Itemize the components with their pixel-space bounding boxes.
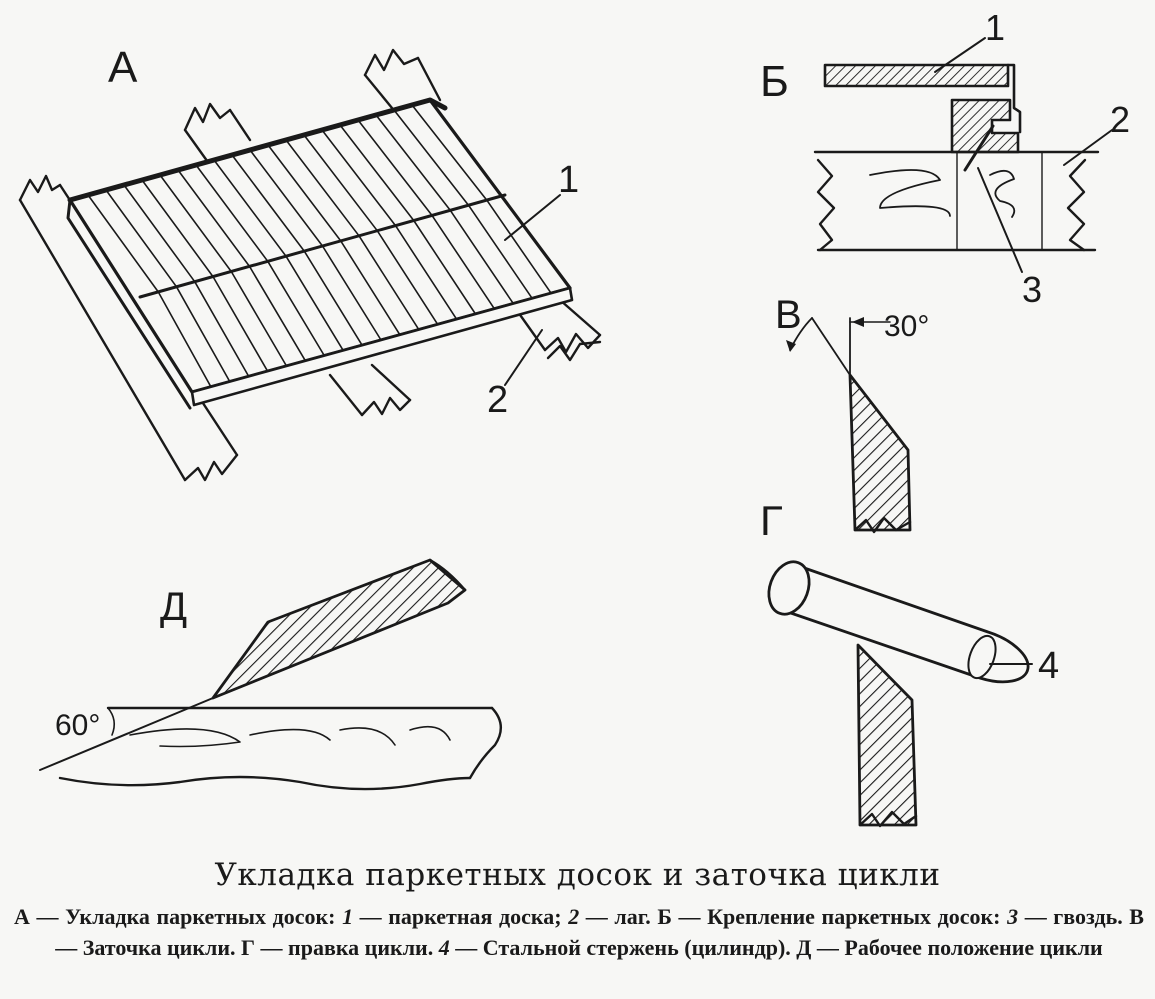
parquet-stave-line [358,235,420,331]
parquet-stave-line [141,179,214,278]
figure-v-label: В [775,293,802,337]
parquet-stave-line [87,194,160,293]
g-label-4: 4 [1038,645,1059,687]
parquet-stave-line [339,240,401,336]
b-top-board [823,63,1010,88]
parquet-stave-line [411,104,488,201]
a-leader-1 [504,194,561,241]
v-angle-30: 30° [884,310,929,343]
parquet-stave-line [375,114,452,212]
figure-v: В 30° [775,293,929,534]
parquet-stave-line [321,245,382,341]
figure-a: А [18,43,602,482]
parquet-stave-line [213,159,287,258]
joist-right [363,48,602,362]
parquet-stave-line [267,144,342,242]
parquet-stave-line [230,270,288,367]
parquet-stave-line [266,260,326,357]
d-angle-line [39,697,214,771]
parquet-stave-line [157,291,212,388]
figure-b-label: Б [760,57,789,106]
parquet-stave-line [212,275,269,373]
a-label-1: 1 [558,159,579,201]
parquet-stave-line [393,109,470,206]
parquet-stave-line [431,214,496,310]
caption-seg-3: — гвоздь. В — Заточка цикли. Г — правка … [55,904,1144,960]
parquet-panel [66,97,574,410]
figure-d-label: Д [160,585,187,629]
figure-g: Г 4 [760,497,1059,828]
parquet-stave-line [321,129,397,227]
technical-drawing: А [18,7,1130,828]
parquet-stave-line [485,199,552,295]
b-joist [813,150,1100,252]
caption-seg-a: А — Укладка паркетных досок: [14,904,343,929]
joist-middle [183,102,412,417]
parquet-stave-line [159,174,233,273]
parquet-stave-line [303,134,379,232]
parquet-stave-line [231,154,306,252]
g-scraper-blade [856,643,918,827]
parquet-stave-line [193,280,250,378]
parquet-stave-line [248,265,307,362]
v-scraper-blade [848,373,912,532]
g-steel-rod [767,560,1030,684]
figure-g-label: Г [760,497,783,544]
parquet-stave-line [467,204,534,300]
parquet-stave-line [123,184,196,283]
parquet-stave-line [449,209,515,305]
caption-seg-1: — паркетная доска; [353,904,569,929]
parquet-stave-line [175,285,231,383]
d-scraper-blade [211,558,467,700]
d-angle-60: 60° [55,709,100,742]
b-nail [963,124,995,172]
parquet-stave-line [177,169,251,268]
caption-seg-2: — лаг. Б — Крепление паркетных досок: [579,904,1008,929]
caption-num-2: 2 [568,904,580,929]
parquet-stave-line [285,139,360,237]
figure-title: Укладка паркетных досок и заточка цикли [214,857,941,893]
a-leader-2 [504,329,543,386]
figure-a-label: А [108,43,138,92]
d-floor [58,706,502,791]
parquet-stave-line [303,250,363,347]
parquet-stave-line [285,255,345,352]
parquet-stave-line [105,189,178,288]
b-lower-board [950,98,1020,154]
parquet-stave-line [412,219,477,315]
figure-d: Д 60° [39,558,502,791]
parquet-stave-line [394,224,458,321]
caption-num-4: 4 [438,935,450,960]
caption-num-3: 3 [1007,904,1019,929]
parquet-stave-line [249,149,324,247]
caption-num-1: 1 [342,904,354,929]
b-label-2: 2 [1110,99,1130,140]
b-label-3: 3 [1022,269,1042,310]
figure-caption: А — Укладка паркетных досок: 1 — паркетн… [14,901,1144,963]
parquet-stave-line [357,119,433,217]
caption-seg-4: — Стальной стержень (цилиндр). Д — Рабоч… [449,935,1103,960]
b-label-1: 1 [985,7,1005,48]
parquet-stave-line [376,229,439,326]
a-label-2: 2 [487,379,508,421]
figure-b: Б 1 2 3 [760,7,1130,310]
parquet-stave-line [195,164,269,263]
parquet-stave-line [339,124,415,222]
